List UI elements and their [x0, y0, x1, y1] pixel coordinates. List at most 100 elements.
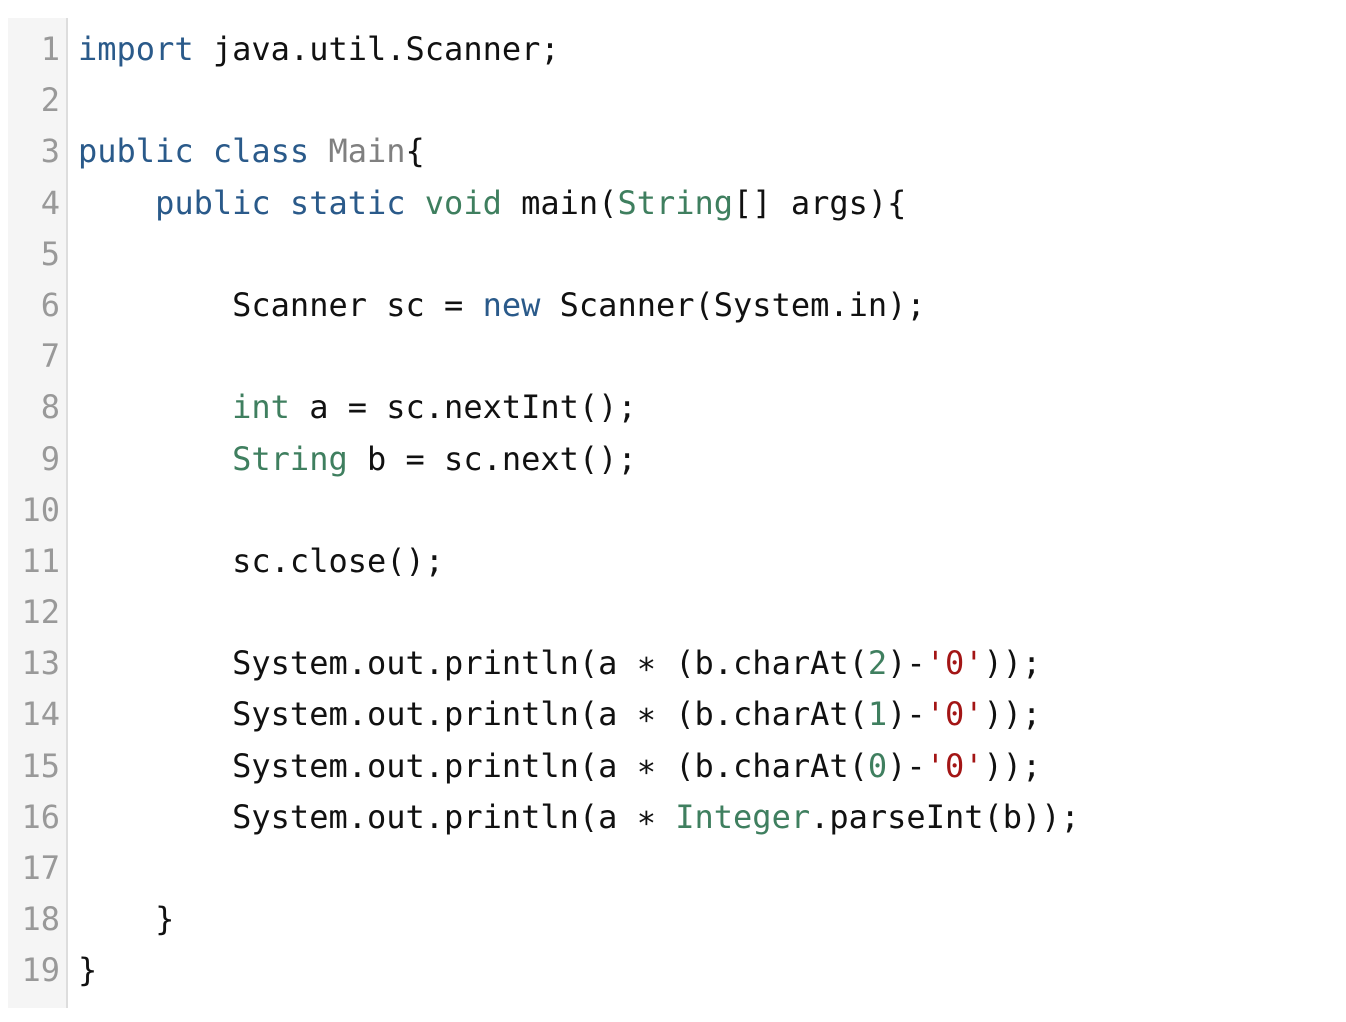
line-number: 13: [21, 644, 60, 683]
code-line: 7: [8, 331, 1328, 382]
code-token: [406, 184, 425, 222]
code-line: 9 String b = sc.next();: [8, 434, 1328, 485]
line-number: 3: [40, 132, 60, 171]
line-number: 4: [40, 183, 60, 222]
line-number: 18: [21, 900, 60, 939]
line-number: 15: [21, 746, 60, 785]
code-token: public: [155, 183, 271, 222]
line-code: }: [60, 945, 97, 996]
code-token: System.out.println(a ∗ (b.charAt(: [78, 746, 868, 785]
code-line: 2: [8, 75, 1328, 126]
code-token: )-: [887, 746, 926, 785]
line-code: [60, 331, 78, 382]
code-line: 6 Scanner sc = new Scanner(System.in);: [8, 280, 1328, 331]
code-token: 0: [867, 746, 888, 785]
code-token: System.out.println(a ∗ (b.charAt(: [78, 695, 868, 734]
line-code: [60, 843, 78, 894]
code-line: 5: [8, 229, 1328, 280]
line-number-gutter: [8, 18, 68, 1008]
line-code: [60, 485, 78, 536]
code-token: [78, 440, 232, 478]
code-token: .parseInt(b));: [810, 797, 1080, 836]
code-line: 16 System.out.println(a ∗ Integer.parseI…: [8, 792, 1328, 843]
code-token: main(: [501, 183, 618, 222]
code-token: a = sc.nextInt();: [289, 388, 637, 427]
code-token: System.out.println(a ∗: [78, 797, 676, 836]
code-token: )-: [887, 644, 926, 683]
line-number: 12: [21, 593, 60, 632]
line-number: 10: [21, 490, 60, 529]
line-code: System.out.println(a ∗ (b.charAt(0)-'0')…: [60, 741, 1041, 792]
code-line: 13 System.out.println(a ∗ (b.charAt(2)-'…: [8, 638, 1328, 689]
line-number: 2: [40, 81, 60, 120]
line-number: 8: [40, 388, 60, 427]
line-code: [60, 75, 78, 126]
line-code: }: [60, 894, 174, 945]
code-line: 18 }: [8, 894, 1328, 945]
code-line: 12: [8, 587, 1328, 638]
code-token: ));: [983, 695, 1042, 734]
line-code: [60, 587, 78, 638]
line-number: 11: [21, 541, 60, 580]
code-line: 8 int a = sc.nextInt();: [8, 382, 1328, 433]
code-token: 1: [867, 695, 888, 734]
code-token: [] args){: [733, 183, 907, 222]
code-token: '0': [925, 695, 984, 734]
line-code: sc.close();: [60, 536, 444, 587]
code-token: String: [617, 183, 734, 222]
code-token: [194, 132, 213, 170]
code-token: Scanner sc =: [78, 285, 483, 324]
code-token: '0': [925, 644, 984, 683]
line-code: public class Main{: [60, 126, 425, 177]
code-line: 4 public static void main(String[] args)…: [8, 178, 1328, 229]
code-line: 10: [8, 485, 1328, 536]
line-code: System.out.println(a ∗ (b.charAt(1)-'0')…: [60, 689, 1041, 740]
code-token: System.out.println(a ∗ (b.charAt(: [78, 644, 868, 683]
line-code: public static void main(String[] args){: [60, 178, 906, 229]
line-number: 5: [40, 234, 60, 273]
line-code: [60, 229, 78, 280]
line-number: 16: [21, 797, 60, 836]
code-token: class: [212, 132, 310, 171]
code-token: [78, 388, 232, 426]
line-code: import java.util.Scanner;: [60, 24, 560, 75]
code-token: sc.close();: [78, 541, 445, 580]
code-token: [78, 184, 155, 222]
line-code: int a = sc.nextInt();: [60, 382, 637, 433]
code-token: ));: [983, 746, 1042, 785]
code-line: 17: [8, 843, 1328, 894]
line-code: System.out.println(a ∗ Integer.parseInt(…: [60, 792, 1080, 843]
code-token: 2: [867, 644, 888, 683]
code-token: )-: [887, 695, 926, 734]
code-line: 19}: [8, 945, 1328, 996]
code-token: int: [232, 388, 290, 427]
code-line: 15 System.out.println(a ∗ (b.charAt(0)-'…: [8, 741, 1328, 792]
code-token: String: [232, 439, 348, 478]
line-number: 19: [21, 951, 60, 990]
code-token: ));: [983, 644, 1042, 683]
code-token: }: [78, 900, 175, 939]
line-number: 9: [40, 439, 60, 478]
code-token: [271, 184, 290, 222]
code-token: [309, 132, 328, 170]
code-token: {: [405, 132, 425, 171]
code-token: java.util.Scanner;: [193, 30, 560, 68]
code-token: import: [78, 30, 194, 68]
line-number: 17: [21, 849, 60, 887]
line-number: 1: [40, 30, 60, 68]
line-code: System.out.println(a ∗ (b.charAt(2)-'0')…: [60, 638, 1041, 689]
line-number: 14: [21, 695, 60, 734]
line-code: Scanner sc = new Scanner(System.in);: [60, 280, 926, 331]
code-line: 11 sc.close();: [8, 536, 1328, 587]
code-token: }: [78, 951, 98, 990]
code-line: 14 System.out.println(a ∗ (b.charAt(1)-'…: [8, 689, 1328, 740]
code-token: void: [424, 183, 502, 222]
line-code: String b = sc.next();: [60, 434, 637, 485]
code-token: new: [482, 285, 541, 324]
line-number: 6: [40, 285, 60, 324]
code-token: public: [78, 132, 194, 171]
code-token: '0': [925, 746, 984, 785]
